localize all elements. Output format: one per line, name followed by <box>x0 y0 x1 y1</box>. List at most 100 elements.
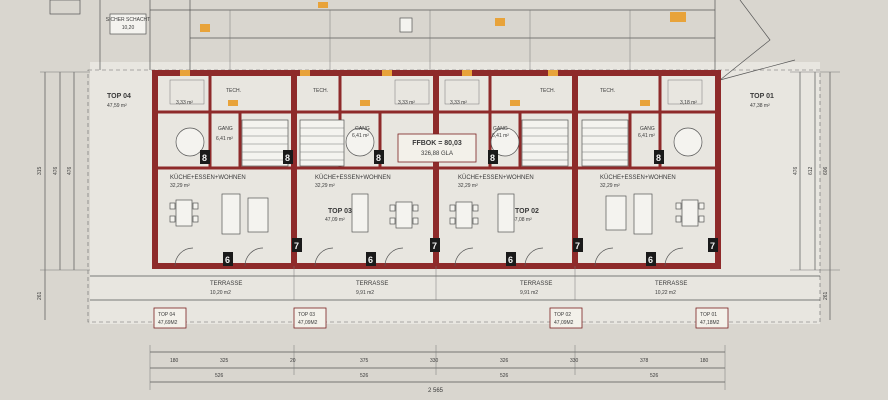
gang-area-4: 6,41 m² <box>638 133 655 139</box>
dim-right: 261 <box>823 291 829 300</box>
terrace-area-3: 9,91 m2 <box>520 290 538 296</box>
dim-label: 526 <box>360 373 369 379</box>
gang-area-3: 6,41 m² <box>492 133 509 139</box>
kitchen-label-1: KÜCHE+ESSEN+WOHNEN <box>170 174 246 181</box>
tech-label-4: TECH. <box>600 88 615 94</box>
stairs <box>241 119 629 167</box>
dim-label: 330 <box>430 358 439 364</box>
dim-label: 325 <box>220 358 229 364</box>
top-label: SICHER SCHACHT <box>106 17 150 23</box>
door-number: 7 <box>294 241 299 251</box>
door-swings <box>174 247 684 267</box>
dim-label: 330 <box>570 358 579 364</box>
tag-top02-line2: 47,09M2 <box>554 320 574 326</box>
kitchen-area-4: 32,29 m² <box>600 183 620 189</box>
gang-area-1: 6,41 m² <box>216 136 233 142</box>
orange-markers <box>180 70 650 106</box>
dim-left: 315 <box>37 166 43 175</box>
dim-label: 180 <box>700 358 709 364</box>
wc-area-2: 3,33 m² <box>398 100 415 106</box>
plot-area <box>90 62 820 324</box>
door-number: 8 <box>285 153 290 163</box>
dim-right: 476 <box>793 166 799 175</box>
door-number: 7 <box>710 241 715 251</box>
dim-label: 526 <box>650 373 659 379</box>
tech-label-1: TECH. <box>226 88 241 94</box>
gang-label-2: GANG <box>355 126 370 132</box>
unit-tags: TOP 04 47,69M2 TOP 03 47,09M2 TOP 02 47,… <box>153 307 729 329</box>
dim-total: 2 565 <box>428 388 444 394</box>
door-number: 8 <box>490 153 495 163</box>
gang-label-1: GANG <box>218 126 233 132</box>
dim-left: 261 <box>37 291 43 300</box>
terrace-area-4: 10,22 m2 <box>655 290 676 296</box>
dim-left: 476 <box>53 166 59 175</box>
dim-label: 526 <box>500 373 509 379</box>
center-info-box <box>397 133 477 163</box>
unit-top03-name: TOP 03 <box>328 208 352 215</box>
tag-top02-line1: TOP 02 <box>554 312 571 318</box>
unit-top02-area: 47,08 m² <box>512 217 532 223</box>
door-number: 6 <box>225 255 230 265</box>
top-label-area: 10,20 <box>122 25 135 31</box>
tag-top04-line2: 47,69M2 <box>158 320 178 326</box>
tag-top01-line2: 47,18M2 <box>700 320 720 326</box>
terrace-label-1: TERRASSE <box>210 281 242 287</box>
unit-top03-area: 47,09 m² <box>325 217 345 223</box>
door-number: 7 <box>432 241 437 251</box>
door-number: 7 <box>575 241 580 251</box>
dim-label: 180 <box>170 358 179 364</box>
unit-top02-name: TOP 02 <box>515 208 539 215</box>
wc-area-4: 3,18 m² <box>680 100 697 106</box>
tag-top03-line2: 47,09M2 <box>298 320 318 326</box>
tech-label-3: TECH. <box>540 88 555 94</box>
gang-label-3: GANG <box>493 126 508 132</box>
dimensions-right: 612 606 476 261 <box>790 71 840 320</box>
kitchen-area-1: 32,29 m² <box>170 183 190 189</box>
dim-label: 326 <box>500 358 509 364</box>
door-number-markers: 8 8 8 8 8 7 7 7 7 6 6 6 6 <box>200 150 718 266</box>
unit-top01-name: TOP 01 <box>750 93 774 100</box>
gang-area-2: 6,41 m² <box>352 133 369 139</box>
door-number: 6 <box>368 255 373 265</box>
kitchen-area-3: 32,29 m² <box>458 183 478 189</box>
kitchen-label-4: KÜCHE+ESSEN+WOHNEN <box>600 174 676 181</box>
dim-label: 378 <box>640 358 649 364</box>
terrace-label-3: TERRASSE <box>520 281 552 287</box>
terrace-area-2: 9,91 m2 <box>356 290 374 296</box>
tag-top03-line1: TOP 03 <box>298 312 315 318</box>
kitchen-label-2: KÜCHE+ESSEN+WOHNEN <box>315 174 391 181</box>
center-box-line1: FFBOK = 80,03 <box>412 140 462 147</box>
tag-top04-line1: TOP 04 <box>158 312 175 318</box>
terrace-label-2: TERRASSE <box>356 281 388 287</box>
wc-rooms <box>169 79 703 157</box>
center-box-line2: 326,88 GLA <box>421 151 453 157</box>
terrace-area-1: 10,20 m2 <box>210 290 231 296</box>
upper-structure: SICHER SCHACHT 10,20 <box>49 0 796 81</box>
dim-right: 606 <box>823 166 829 175</box>
door-number: 8 <box>656 153 661 163</box>
dimensions-left: 315 476 476 261 <box>37 71 90 320</box>
kitchen-area-2: 32,29 m² <box>315 183 335 189</box>
tech-label-2: TECH. <box>313 88 328 94</box>
unit-top04-name: TOP 04 <box>107 93 131 100</box>
terrace-label-4: TERRASSE <box>655 281 687 287</box>
kitchen-label-3: KÜCHE+ESSEN+WOHNEN <box>458 174 534 181</box>
wc-area-3: 3,33 m² <box>450 100 467 106</box>
furniture <box>169 193 705 235</box>
gang-label-4: GANG <box>640 126 655 132</box>
door-number: 8 <box>202 153 207 163</box>
unit-top04-area: 47,59 m² <box>107 103 127 109</box>
tag-top01-line1: TOP 01 <box>700 312 717 318</box>
dimensions-bottom: 180 325 20 375 330 326 330 378 180 526 5… <box>149 345 726 394</box>
dim-label: 20 <box>290 358 296 364</box>
dim-label: 375 <box>360 358 369 364</box>
marker-tag <box>200 24 210 32</box>
dim-right: 612 <box>808 166 814 175</box>
door-number: 6 <box>648 255 653 265</box>
door-number: 8 <box>376 153 381 163</box>
wc-area-1: 3,33 m² <box>176 100 193 106</box>
dim-left: 476 <box>67 166 73 175</box>
dim-label: 526 <box>215 373 224 379</box>
